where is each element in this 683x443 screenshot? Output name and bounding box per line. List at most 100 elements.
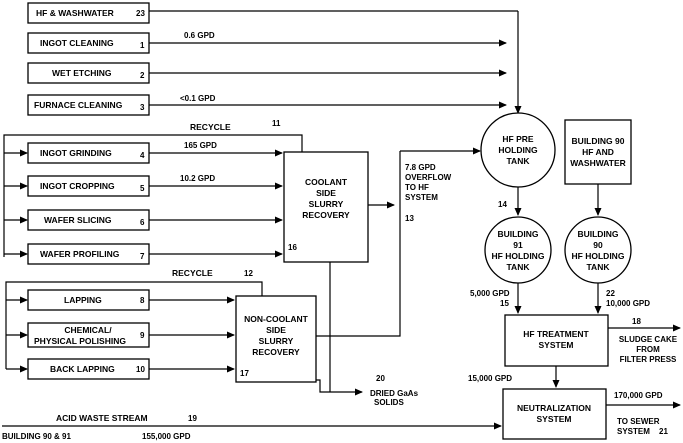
source-label: FURNACE CLEANING [34, 100, 123, 110]
sewer-label: TO SEWER SYSTEM 21 [617, 417, 668, 436]
overflow-text: 7.8 GPD [405, 163, 436, 172]
stream-number: 18 [632, 317, 641, 326]
process-chemical-physical-polishing: CHEMICAL/ PHYSICAL POLISHING 9 [27, 322, 150, 348]
box-label: RECOVERY [252, 347, 300, 357]
box-label: SIDE [266, 325, 286, 335]
solids-text: DRIED GaAs [370, 389, 419, 398]
box-label: HF TREATMENT [523, 329, 589, 339]
hf-treatment-system: HF TREATMENT SYSTEM [504, 314, 609, 367]
process-label: INGOT GRINDING [40, 148, 112, 158]
box-label: WASHWATER [570, 158, 626, 168]
stream-number: 7 [140, 252, 145, 261]
tank-label: BUILDING [497, 229, 538, 239]
recycle-line [3, 134, 303, 257]
neutralization-system: NEUTRALIZATION SYSTEM [502, 388, 607, 440]
source-wet-etching: WET ETCHING 2 [27, 62, 150, 84]
process-wafer-slicing: WAFER SLICING 6 [27, 209, 150, 231]
source-label: HF & WASHWATER [36, 8, 114, 18]
overflow-label: 7.8 GPD OVERFLOW TO HF SYSTEM 13 [405, 163, 452, 223]
tank-label: TANK [507, 262, 531, 272]
tank-label: HOLDING [498, 145, 538, 155]
flow-rate: 5,000 GPD [470, 289, 510, 298]
stream-number: 17 [240, 369, 249, 378]
process-label: WAFER PROFILING [40, 249, 120, 259]
sludge-cake-label: SLUDGE CAKE FROM FILTER PRESS [619, 335, 678, 364]
flow-rate: 10.2 GPD [180, 174, 215, 183]
flow-rate: 0.6 GPD [184, 31, 215, 40]
stream-number: 1 [140, 41, 145, 50]
overflow-text: SYSTEM [405, 193, 438, 202]
stream-number: 3 [140, 103, 145, 112]
stream-number: 15 [500, 299, 509, 308]
box-label: SYSTEM [537, 414, 572, 424]
stream-number: 12 [244, 269, 253, 278]
box-label: RECOVERY [302, 210, 350, 220]
process-lapping: LAPPING 8 [27, 289, 150, 311]
source-hf-washwater: HF & WASHWATER 23 [27, 2, 150, 24]
box-label: COOLANT [305, 177, 348, 187]
flow-rate: <0.1 GPD [180, 94, 216, 103]
tank-label: TANK [587, 262, 611, 272]
box-label: SIDE [316, 188, 336, 198]
flow-line [316, 379, 330, 393]
stream-number: 21 [659, 427, 668, 436]
hf-pre-holding-tank: HF PRE HOLDING TANK [480, 112, 556, 188]
tank-label: 90 [593, 240, 603, 250]
source-furnace-cleaning: FURNACE CLEANING 3 [27, 94, 150, 116]
overflow-text: OVERFLOW [405, 173, 452, 182]
tank-label: BUILDING [577, 229, 618, 239]
process-label: PHYSICAL POLISHING [34, 336, 126, 346]
stream-number: 13 [405, 214, 414, 223]
output-text: SYSTEM [617, 427, 650, 436]
box-label: SLURRY [259, 336, 294, 346]
stream-number: 14 [498, 200, 507, 209]
process-label: LAPPING [64, 295, 102, 305]
box-label: NON-COOLANT [244, 314, 309, 324]
source-label: INGOT CLEANING [40, 38, 114, 48]
acid-waste-source: BUILDING 90 & 91 [2, 432, 71, 441]
coolant-slurry-recovery: COOLANT SIDE SLURRY RECOVERY 16 [283, 151, 369, 263]
stream-number: 6 [140, 218, 145, 227]
overflow-text: TO HF [405, 183, 429, 192]
building-91-hf-holding-tank: BUILDING 91 HF HOLDING TANK [484, 216, 552, 284]
flow-rate: 170,000 GPD [614, 391, 663, 400]
output-text: FROM [636, 345, 660, 354]
stream-number: 9 [140, 331, 145, 340]
flow-rate: 15,000 GPD [468, 374, 512, 383]
overflow-line [340, 151, 401, 337]
box-label: SYSTEM [539, 340, 574, 350]
recycle-label: RECYCLE [190, 122, 231, 132]
flow-rate: 10,000 GPD [606, 299, 650, 308]
tank-label: HF PRE [502, 134, 534, 144]
stream-number: 23 [136, 9, 145, 18]
stream-number: 5 [140, 184, 145, 193]
tank-label: 91 [513, 240, 523, 250]
tank-label: HF HOLDING [492, 251, 545, 261]
box-label: SLURRY [309, 199, 344, 209]
stream-number: 22 [606, 289, 615, 298]
stream-number: 10 [136, 365, 145, 374]
process-label: BACK LAPPING [50, 364, 115, 374]
output-text: SLUDGE CAKE [619, 335, 678, 344]
tank-label: HF HOLDING [572, 251, 625, 261]
box-label: HF AND [582, 147, 614, 157]
process-label: WAFER SLICING [44, 215, 112, 225]
stream-number: 8 [140, 296, 145, 305]
stream-number: 4 [140, 151, 145, 160]
source-label: WET ETCHING [52, 68, 112, 78]
process-label: INGOT CROPPING [40, 181, 115, 191]
building-90-box: BUILDING 90 HF AND WASHWATER [564, 119, 632, 185]
output-text: TO SEWER [617, 417, 660, 426]
stream-number: 19 [188, 414, 197, 423]
process-ingot-grinding: INGOT GRINDING 4 [27, 142, 150, 164]
recycle-label: RECYCLE [172, 268, 213, 278]
process-back-lapping: BACK LAPPING 10 [27, 358, 150, 380]
stream-number: 20 [376, 374, 385, 383]
source-ingot-cleaning: INGOT CLEANING 1 [27, 32, 150, 54]
tank-label: TANK [507, 156, 531, 166]
box-label: BUILDING 90 [572, 136, 625, 146]
flow-rate: 155,000 GPD [142, 432, 191, 441]
building-90-hf-holding-tank: BUILDING 90 HF HOLDING TANK [564, 216, 632, 284]
process-wafer-profiling: WAFER PROFILING 7 [27, 243, 150, 265]
